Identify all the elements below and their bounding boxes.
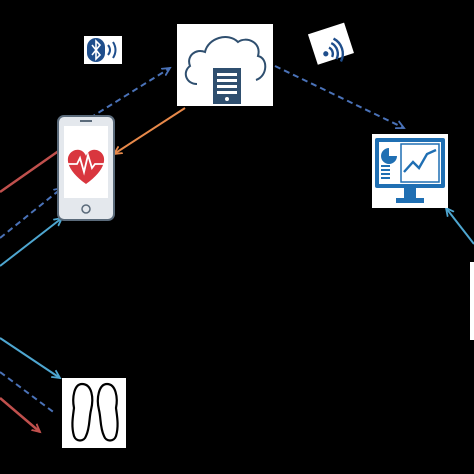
insoles-node [62,378,126,448]
monitor-chart-icon [375,138,445,203]
smartphone-node [57,115,115,221]
left-to-phone-blue-arrow [0,218,62,267]
cloud-to-phone-orange-arrow [114,107,186,154]
left-to-insoles-red-arrow [0,397,40,432]
cloud-to-monitor-dashed-arrow [274,65,404,128]
heart-rate-phone-icon [67,149,105,184]
offscreen-node-right [470,262,474,340]
left-to-phone-dashed-arrow [0,188,62,239]
bluetooth-icon [84,36,122,64]
monitor-node [372,134,448,208]
cloud-server-node [177,24,273,106]
left-to-phone-red-line [0,148,61,194]
wifi-icon [307,22,354,65]
left-to-insoles-blue-arrow [0,337,60,378]
left-to-insoles-dashed-line [0,371,57,415]
monitor-from-right-blue-arrow [446,208,474,245]
cloud-server-icon [184,36,267,104]
shoe-insoles-icon [71,382,119,442]
phone-to-cloud-dashed-arrow [89,68,170,119]
